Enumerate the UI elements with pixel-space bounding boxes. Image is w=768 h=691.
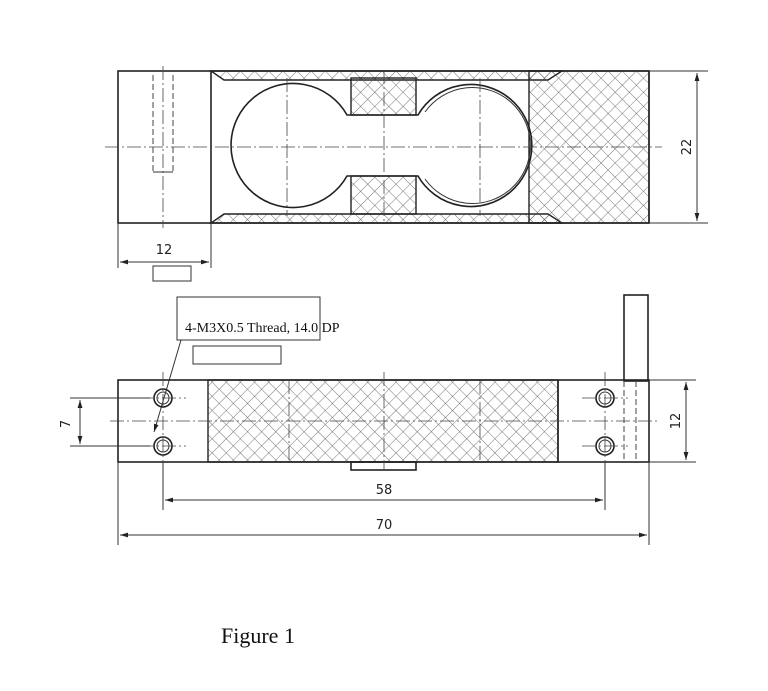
thread-note-text: 4-M3X0.5 Thread, 14.0 DP: [185, 321, 340, 336]
figure-caption: Figure 1: [221, 623, 295, 648]
top-view-upper-bridge: [350, 77, 417, 116]
top-view: 12 22: [105, 66, 708, 282]
front-view-height-label: 12: [669, 413, 684, 430]
top-view-height-label: 22: [680, 139, 695, 156]
front-view-hole-spacing-h-label: 58: [376, 483, 393, 498]
top-view-width-label: 12: [156, 243, 173, 258]
front-view-hole-spacing-v-label: 7: [59, 420, 74, 428]
top-view-lower-bridge: [350, 175, 417, 215]
thread-note-tolerance-box: [192, 345, 282, 365]
thread-note-frame: [176, 296, 321, 341]
thread-note: 4-M3X0.5 Thread, 14.0 DP: [153, 296, 340, 433]
front-view-total-length-label: 70: [376, 518, 393, 533]
front-view: 7 12 58 70: [59, 294, 696, 545]
thread-note-leader: [153, 339, 182, 433]
top-view-tolerance-box: [152, 265, 192, 282]
cable-exit: [623, 294, 649, 382]
top-view-cavity: [230, 82, 533, 209]
front-view-bottom-tab: [350, 461, 417, 471]
top-view-cavity-inner: [424, 87, 531, 204]
top-view-bottom-strip: [208, 213, 565, 224]
